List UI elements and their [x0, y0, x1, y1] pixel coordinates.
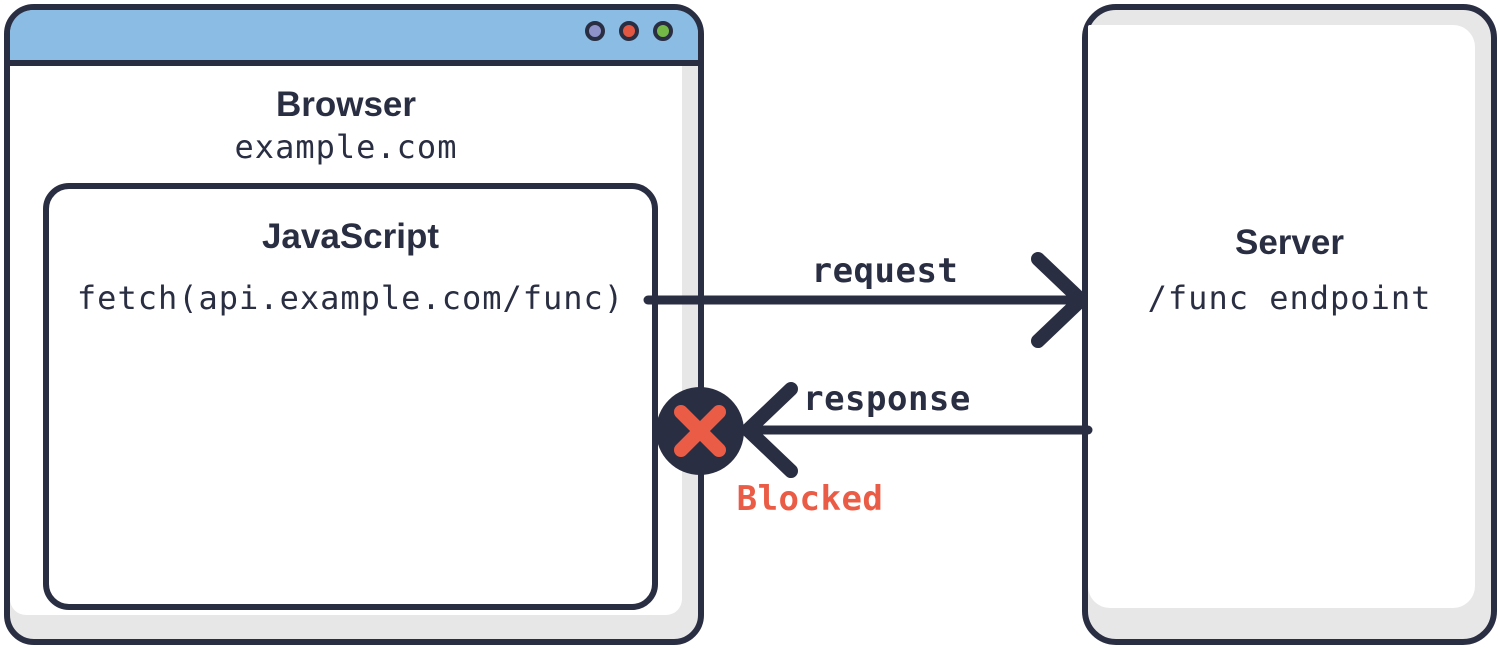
blocked-label: Blocked: [736, 479, 884, 519]
browser-window: Browser example.com JavaScript fetch(api…: [4, 4, 704, 645]
javascript-box: JavaScript fetch(api.example.com/func): [43, 183, 658, 610]
browser-titlebar: [10, 10, 698, 66]
browser-label: Browser: [275, 85, 417, 124]
window-dot-green-icon: [653, 21, 673, 41]
window-dot-red-icon: [619, 21, 639, 41]
browser-domain: example.com: [234, 128, 458, 166]
server-box: Server /func endpoint: [1082, 4, 1497, 645]
fetch-code: fetch(api.example.com/func): [76, 279, 625, 317]
javascript-label: JavaScript: [261, 217, 440, 256]
server-endpoint: /func endpoint: [1147, 279, 1432, 317]
server-label: Server: [1235, 223, 1344, 262]
request-label: request: [811, 251, 959, 291]
window-dot-purple-icon: [585, 21, 605, 41]
server-panel: [1088, 25, 1475, 608]
response-label: response: [803, 379, 971, 419]
